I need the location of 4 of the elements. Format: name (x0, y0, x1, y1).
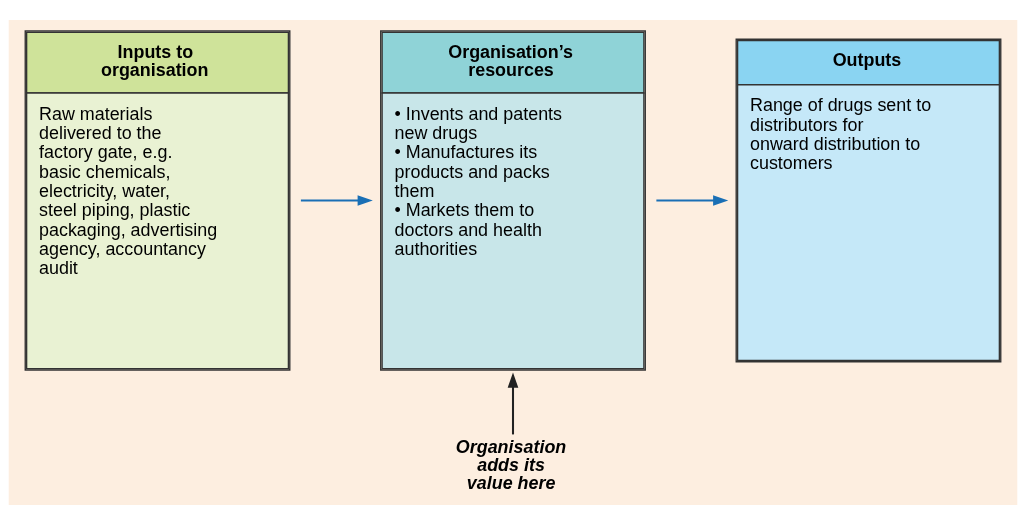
arrow (507, 371, 519, 434)
node-text: Organisation adds its value here (455, 436, 567, 493)
arrow (656, 194, 729, 206)
arrow (300, 194, 373, 206)
